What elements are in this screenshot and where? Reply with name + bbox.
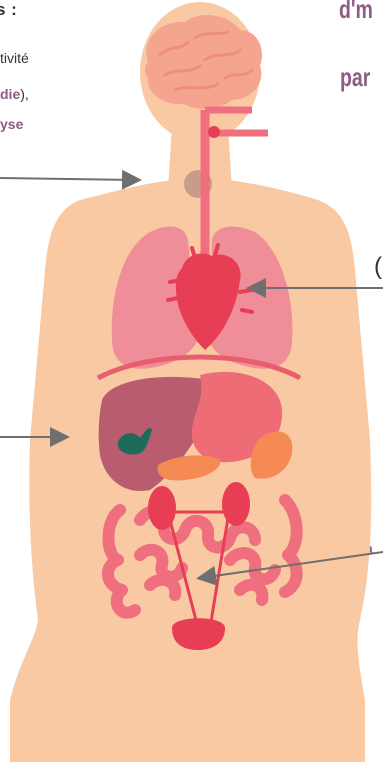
callout-paren: ( <box>374 253 382 280</box>
right-kidney <box>222 482 250 526</box>
arrow-thyroid <box>0 178 138 180</box>
